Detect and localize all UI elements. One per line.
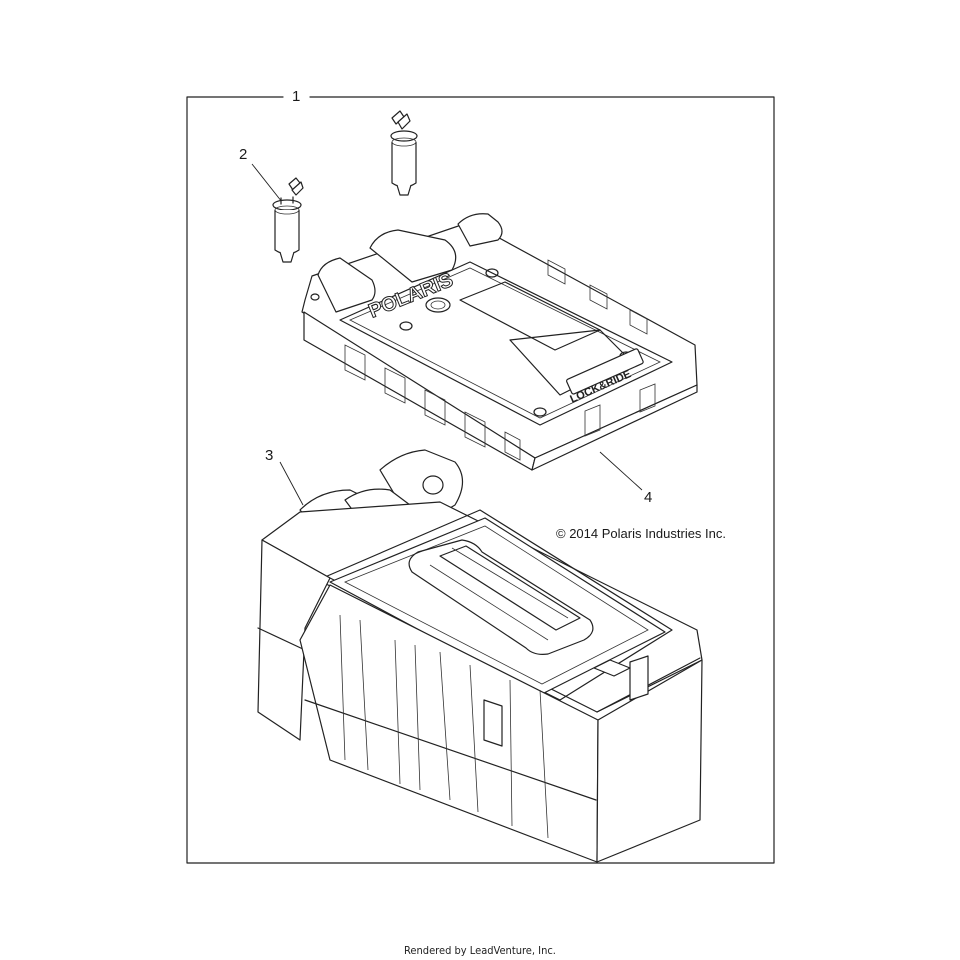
callout-3: 3 (265, 447, 274, 464)
copyright-notice: © 2014 Polaris Industries Inc. (556, 526, 726, 541)
callout-2: 2 (239, 146, 248, 163)
latch-pin-left (272, 177, 304, 263)
callout-1: 1 (292, 88, 301, 105)
lid: POLARIS LOCK&RIDE (301, 213, 698, 471)
latch-pin-right (390, 110, 418, 196)
callout-4: 4 (644, 489, 653, 506)
assembly-frame (186, 96, 775, 864)
leader-line-2 (251, 163, 283, 203)
leader-line-4 (599, 451, 643, 491)
render-credit: Rendered by LeadVenture, Inc. (404, 944, 556, 957)
storage-box (257, 449, 703, 863)
leader-line-3 (279, 461, 304, 506)
